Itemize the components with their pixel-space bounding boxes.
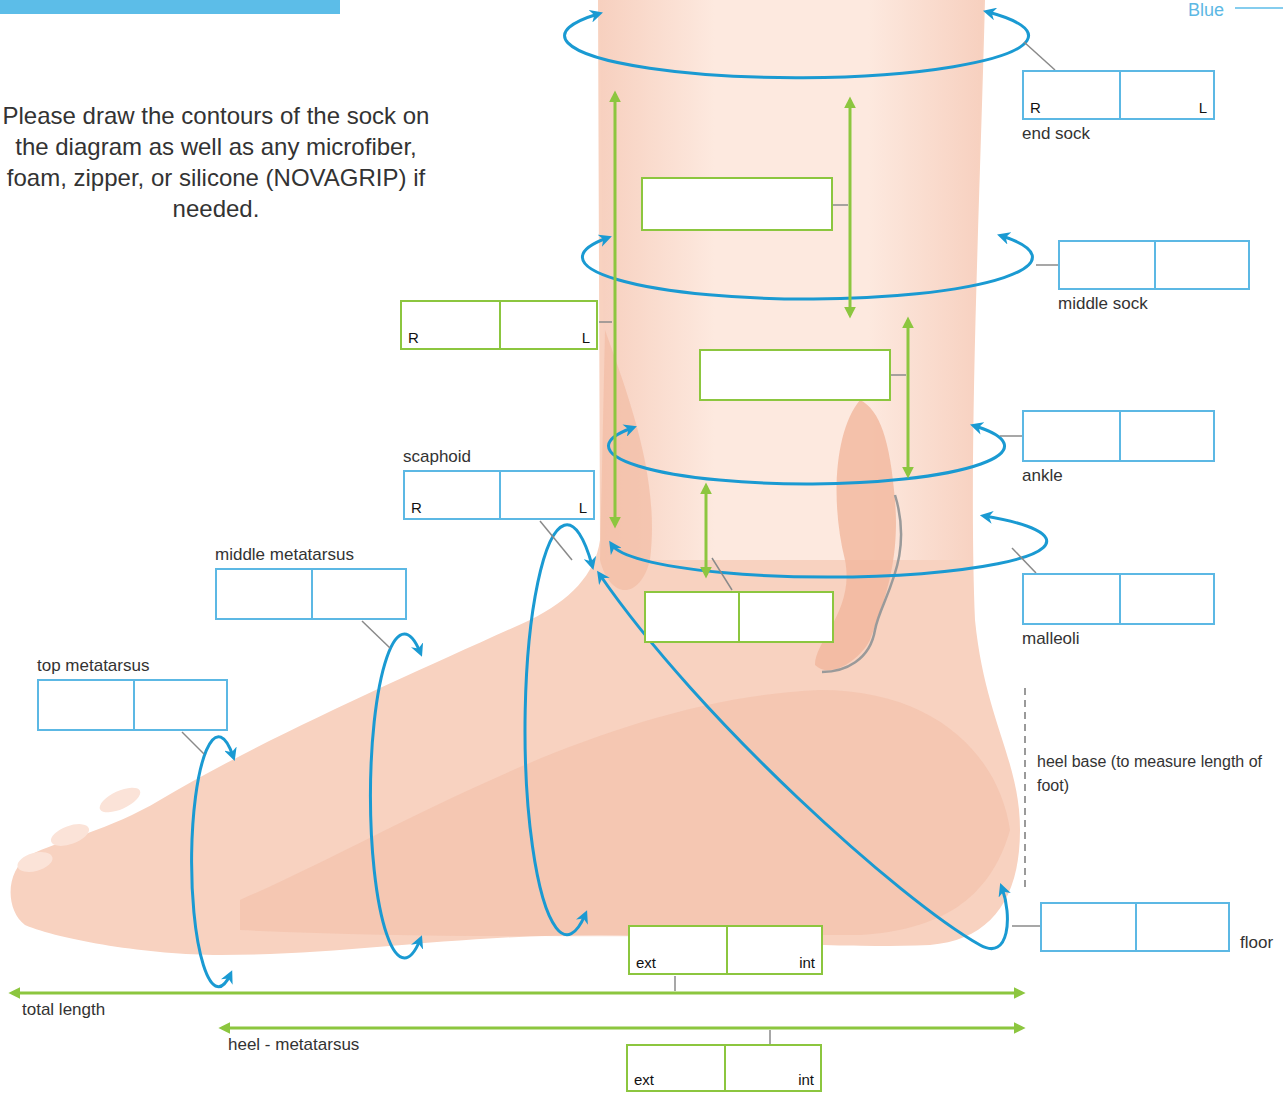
dimension-label: heel - metatarsus [228,1035,359,1055]
page-tag: Blue [1188,0,1224,20]
leader-line [1000,435,1022,437]
dimension-note: heel base (to measure length of foot) [1037,750,1277,798]
measure-box: middle metatarsus [215,568,407,620]
leader-line [1036,264,1058,266]
cell-text: int [799,954,815,972]
cell-text: R [1030,99,1041,117]
entry-box [642,178,832,230]
girth-loop [370,634,420,958]
leader-line [1012,925,1040,927]
measure-box: malleoli [1022,573,1215,625]
girth-loop [612,516,1047,577]
cell-divider [499,302,501,348]
cell-divider [726,927,728,973]
leader-line [540,521,572,560]
length-arrow [705,486,708,575]
measure-box: top metatarsus [37,679,228,731]
cell-text: int [798,1071,814,1089]
cell-divider [1135,904,1137,950]
instruction-note: Please draw the contours of the sock on … [0,100,432,224]
leader-line [674,976,676,991]
cell-divider [499,472,501,518]
girth-loop [582,236,1032,299]
cell-divider [1154,242,1156,288]
measure-box: middle sock [1058,240,1250,290]
toe [48,820,92,851]
heel-base-line [1024,688,1026,892]
measure-label: end sock [1022,124,1090,144]
measure-box: RLend sock [1022,70,1215,120]
cell-divider [738,592,740,642]
cell-text: L [1199,99,1207,117]
girth-loop [565,12,1029,78]
cell-text: ext [634,1071,654,1089]
length-arrow [222,1027,1022,1030]
toe [96,783,143,818]
measure-label: middle sock [1058,294,1148,314]
leader-line [182,732,204,754]
cell-divider [133,681,135,729]
header-bar [0,0,340,14]
cell-text: L [582,329,590,347]
measure-box: scaphoidRL [403,470,595,520]
length-arrow [12,992,1022,995]
measure-box: ext int [626,1044,822,1092]
leader-line [1024,42,1055,70]
girth-loop [192,737,233,987]
girth-loop [609,426,1005,484]
girth-loop [600,575,1007,949]
length-arrow [907,320,910,475]
toe [15,849,54,876]
cell-text: ext [636,954,656,972]
cell-divider [1119,72,1121,118]
cell-divider [311,570,313,618]
cell-text: L [579,499,587,517]
cell-divider [1119,412,1121,460]
cell-divider [1119,575,1121,623]
leader-line [712,558,732,590]
measure-label: middle metatarsus [215,545,354,565]
leader-line [362,621,390,648]
leader-line [833,204,848,206]
entry-box [700,350,890,400]
measure-box: ankle [1022,410,1215,462]
malleolus-contour [822,495,901,672]
leader-line [1012,548,1036,573]
leader-line [891,374,906,376]
cell-divider [724,1046,726,1090]
cell-text: R [408,329,419,347]
measure-label: malleoli [1022,629,1080,649]
measure-label: floor [1240,933,1273,953]
measure-label: scaphoid [403,447,471,467]
arch-shade [240,690,1010,936]
leader-line [769,1030,771,1044]
shin-shade [600,330,652,590]
header-rule [1235,7,1283,9]
cell-text: R [411,499,422,517]
measure-box: RL [400,300,598,350]
measure-label: ankle [1022,466,1063,486]
length-arrow [849,100,852,315]
length-arrow [614,94,617,525]
leader-line [599,321,612,323]
girth-loop [525,525,592,935]
entry-box [645,592,833,642]
measure-box: floor [1040,902,1230,952]
dimension-label: total length [22,1000,105,1020]
measure-label: top metatarsus [37,656,149,676]
measure-box: ext int [628,925,823,975]
